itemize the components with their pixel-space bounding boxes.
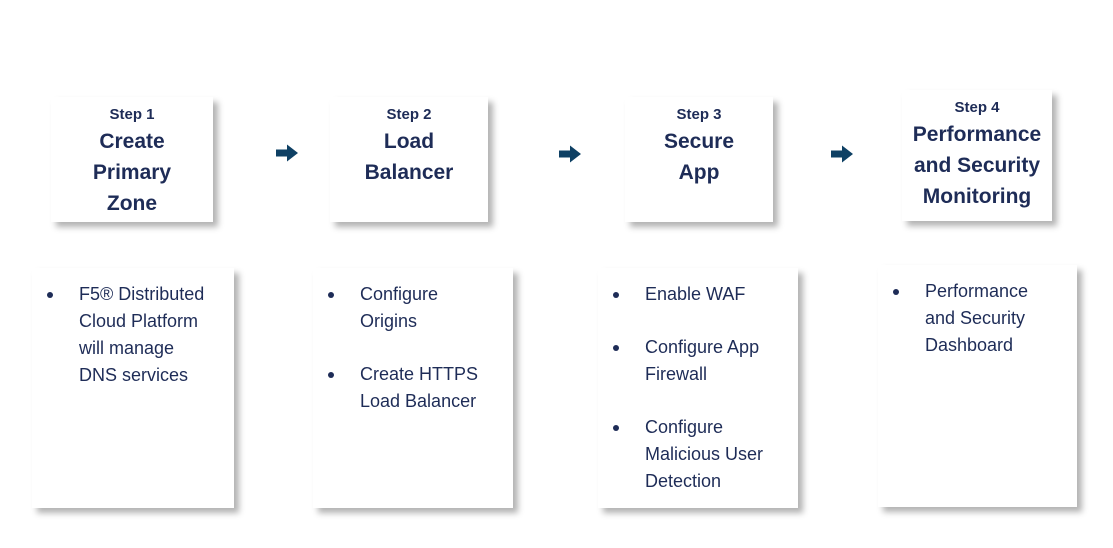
step-1-detail-box: F5® Distributed Cloud Platform will mana… — [32, 268, 234, 508]
bullet-text: Configure App Firewall — [645, 337, 760, 384]
step-3-header-box: Step 3 Secure App — [625, 97, 773, 222]
step-4-label: Step 4 — [954, 99, 1000, 116]
step-4-header-box: Step 4 Performance and Security Monitori… — [902, 90, 1052, 221]
step-4-bullet-list: Performance and Security Dashboard — [890, 278, 1069, 359]
step-4-detail-box: Performance and Security Dashboard — [878, 265, 1077, 507]
bullet-item: Enable WAF — [610, 281, 790, 308]
step-2-title: Load Balancer — [364, 130, 454, 184]
step-2-header-box: Step 2 Load Balancer — [330, 97, 488, 222]
step-1-header-box: Step 1 Create Primary Zone — [51, 97, 213, 222]
bullet-dot-icon — [47, 292, 53, 298]
arrow-right-icon — [276, 144, 298, 162]
step-2-label: Step 2 — [386, 106, 432, 123]
bullet-text: Configure Malicious User Detection — [645, 417, 764, 491]
bullet-text: Enable WAF — [645, 284, 746, 304]
arrow-right-icon — [831, 145, 853, 163]
bullet-text: Configure Origins — [360, 284, 439, 331]
bullet-dot-icon — [328, 372, 334, 378]
bullet-dot-icon — [613, 425, 619, 431]
arrow-right-icon — [559, 145, 581, 163]
step-3-detail-box: Enable WAF Configure App Firewall Config… — [598, 268, 798, 508]
bullet-text: F5® Distributed Cloud Platform will mana… — [79, 284, 205, 385]
bullet-item: Performance and Security Dashboard — [890, 278, 1069, 359]
step-1-title: Create Primary Zone — [92, 130, 172, 215]
bullet-item: Configure App Firewall — [610, 334, 790, 388]
step-3-bullet-list: Enable WAF Configure App Firewall Config… — [610, 281, 790, 495]
bullet-item: Create HTTPS Load Balancer — [325, 361, 505, 415]
bullet-item: Configure Malicious User Detection — [610, 414, 790, 495]
step-3-label: Step 3 — [676, 106, 722, 123]
bullet-text: Create HTTPS Load Balancer — [360, 364, 479, 411]
bullet-dot-icon — [328, 292, 334, 298]
step-2-detail-box: Configure Origins Create HTTPS Load Bala… — [313, 268, 513, 508]
bullet-dot-icon — [893, 289, 899, 295]
step-3-title: Secure App — [663, 130, 735, 184]
bullet-dot-icon — [613, 345, 619, 351]
step-1-bullet-list: F5® Distributed Cloud Platform will mana… — [44, 281, 226, 389]
bullet-dot-icon — [613, 292, 619, 298]
bullet-item: Configure Origins — [325, 281, 505, 335]
step-1-label: Step 1 — [109, 106, 155, 123]
bullet-item: F5® Distributed Cloud Platform will mana… — [44, 281, 226, 389]
step-4-title: Performance and Security Monitoring — [912, 123, 1042, 208]
bullet-text: Performance and Security Dashboard — [925, 281, 1029, 355]
step-2-bullet-list: Configure Origins Create HTTPS Load Bala… — [325, 281, 505, 415]
